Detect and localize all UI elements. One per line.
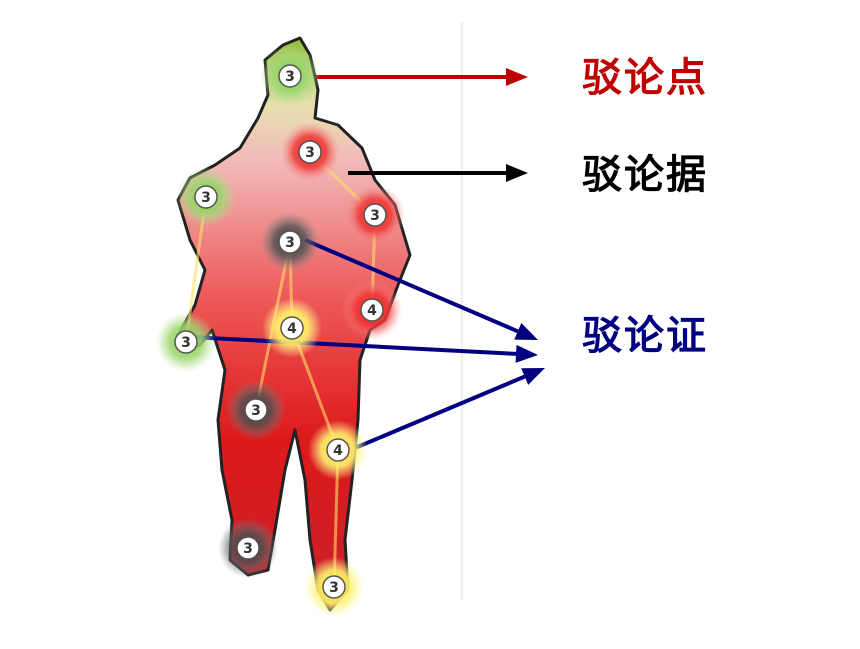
node-disc [322, 575, 346, 599]
hotspot-node: 3 [304, 557, 364, 617]
refute-argumentation-arrow-shaft [354, 374, 526, 450]
node-value: 3 [370, 208, 380, 224]
node-disc [280, 316, 304, 340]
refute-point-arrow-head [506, 68, 528, 86]
hotspot-node: 3 [345, 185, 405, 245]
hotspot-node: 3 [260, 212, 320, 272]
refute-argumentation-arrow-shaft [189, 335, 517, 356]
node-disc [298, 140, 322, 164]
hotspot-node: 4 [342, 280, 402, 340]
node-value: 4 [333, 443, 343, 459]
node-disc [363, 203, 387, 227]
refute-argumentation-arrow-head [521, 368, 545, 385]
node-value: 4 [367, 303, 377, 319]
node-disc [278, 230, 302, 254]
node-disc [244, 398, 268, 422]
hotspot-node: 3 [176, 167, 236, 227]
node-value: 3 [329, 580, 339, 596]
node-disc [174, 330, 198, 354]
node-value: 3 [285, 235, 295, 251]
node-value: 3 [285, 69, 295, 85]
node-value: 3 [243, 541, 253, 557]
refute-evidence-arrow-head [506, 164, 528, 182]
node-value: 3 [201, 190, 211, 206]
hotspot-node: 3 [218, 518, 278, 578]
refute-point-label: 驳论点 [582, 55, 708, 101]
hotspot-node: 3 [226, 380, 286, 440]
node-value: 3 [181, 335, 191, 351]
refute-argumentation-label: 驳论证 [582, 313, 708, 359]
node-value: 4 [287, 321, 297, 337]
hotspot-node: 3 [280, 122, 340, 182]
node-disc [360, 298, 384, 322]
arrows-layer [189, 68, 545, 450]
refute-argumentation-arrow-shaft [304, 238, 519, 334]
refute-evidence-label: 驳论据 [582, 152, 708, 198]
node-disc [326, 438, 350, 462]
hotspot-node: 3 [260, 46, 320, 106]
node-disc [278, 64, 302, 88]
hotspot-node: 4 [308, 420, 368, 480]
hotspot-node: 3 [156, 312, 216, 372]
nodes-layer: 3 3 3 3 3 4 4 3 3 4 3 3 [156, 46, 405, 617]
refute-argumentation-arrow-head [515, 344, 538, 363]
node-value: 3 [305, 145, 315, 161]
refute-argumentation-arrow-head [514, 323, 538, 340]
hotspot-node: 4 [262, 298, 322, 358]
node-disc [194, 185, 218, 209]
node-value: 3 [251, 403, 261, 419]
node-disc [236, 536, 260, 560]
